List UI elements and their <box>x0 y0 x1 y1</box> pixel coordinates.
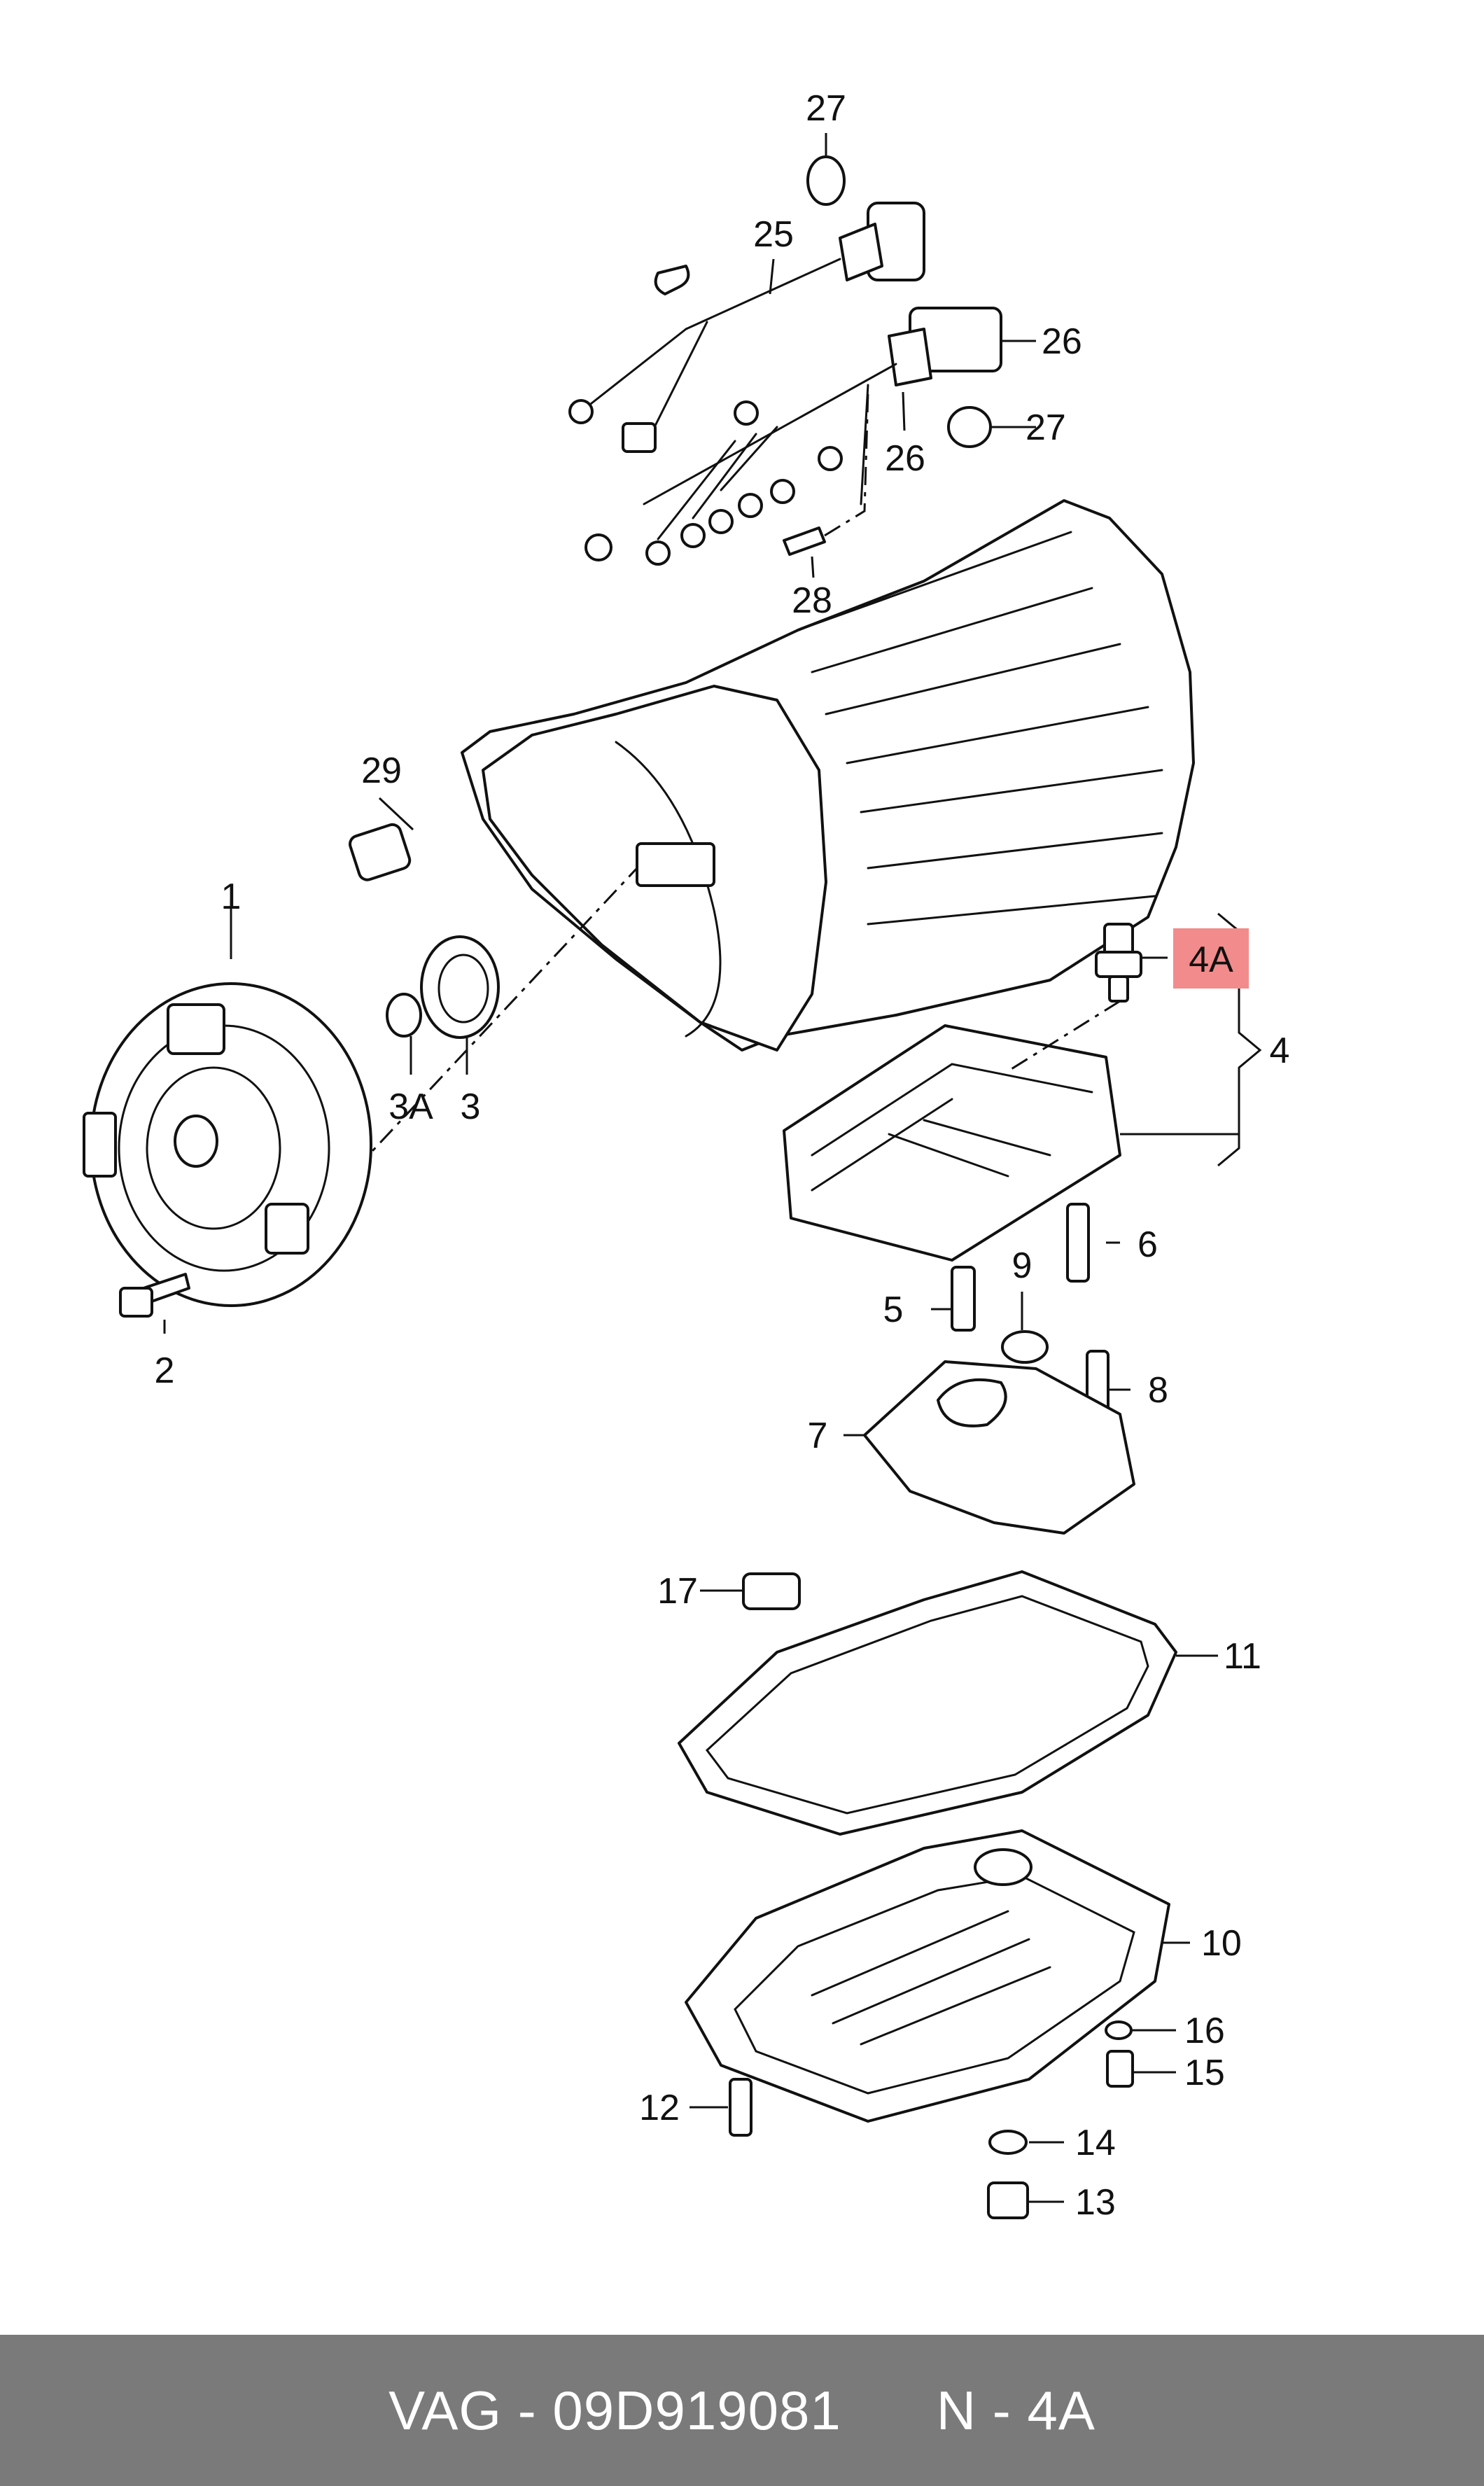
exploded-parts-diagram: 27 25 26 27 26 28 29 1 2 3A 3 4A 4 6 5 9… <box>83 88 1290 2223</box>
input-shaft <box>636 842 715 887</box>
torque-converter-1 <box>83 982 372 1307</box>
part-info-footer: VAG - 09D919081 N - 4A <box>0 2335 1484 2486</box>
drain-plug-13 <box>987 2181 1029 2219</box>
seal-9 <box>1001 1330 1049 1364</box>
harness-plug <box>770 479 795 504</box>
callout-8: 8 <box>1148 1370 1168 1411</box>
needle-bearing-29 <box>349 823 412 881</box>
callout-27-lower: 27 <box>1026 407 1066 448</box>
pressure-sensor-4a <box>1095 923 1142 1003</box>
bolt-12 <box>729 2078 752 2137</box>
harness-plug <box>584 533 612 561</box>
callout-10: 10 <box>1201 1923 1242 1964</box>
oil-filter-7 <box>863 1360 1135 1535</box>
brand-label: VAG <box>388 2379 503 2441</box>
harness-plug <box>734 400 759 426</box>
callout-7: 7 <box>808 1416 828 1456</box>
wiring-harness <box>568 155 1002 566</box>
callout-4: 4 <box>1270 1031 1290 1071</box>
highlight-box-4a <box>1173 928 1249 989</box>
leader-lines <box>163 133 1262 2203</box>
seal-16 <box>1105 2020 1133 2040</box>
callout-28: 28 <box>792 580 832 621</box>
o-ring-3a <box>386 993 422 1038</box>
callout-17: 17 <box>657 1571 698 1612</box>
callout-26-top: 26 <box>1042 321 1082 362</box>
bolt-6 <box>1066 1203 1090 1283</box>
callout-12: 12 <box>639 2088 680 2128</box>
callout-6: 6 <box>1138 1224 1158 1265</box>
seal-14 <box>988 2130 1028 2155</box>
callout-3a: 3A <box>388 1087 433 1127</box>
harness-plug <box>622 422 657 453</box>
valve-body-4 <box>783 1024 1121 1262</box>
callout-29: 29 <box>361 750 402 791</box>
callout-16: 16 <box>1184 2011 1225 2051</box>
bolt-28 <box>783 526 826 556</box>
harness-plug <box>680 523 706 548</box>
part-number: 09D919081 <box>552 2379 841 2441</box>
oil-pan-10 <box>685 1829 1170 2123</box>
harness-plug <box>818 446 843 471</box>
harness-plug <box>738 493 763 518</box>
callout-labels: 27 25 26 27 26 28 29 1 2 3A 3 4A 4 6 5 9… <box>155 88 1290 2223</box>
harness-clip <box>654 265 690 295</box>
sensor-body-25 <box>839 223 883 281</box>
callout-3: 3 <box>461 1087 481 1127</box>
o-ring-27-lower <box>947 406 992 448</box>
callout-26-lower: 26 <box>885 438 925 479</box>
harness-plug <box>708 509 734 534</box>
sensor-body-26 <box>888 328 932 386</box>
footer-text: VAG - 09D919081 N - 4A <box>388 2379 1096 2441</box>
bolt-2 <box>119 1273 190 1318</box>
callout-14: 14 <box>1075 2123 1116 2163</box>
callout-5: 5 <box>883 1290 904 1330</box>
part-17 <box>742 1572 801 1610</box>
callout-2: 2 <box>155 1350 175 1391</box>
pan-gasket-11 <box>678 1570 1177 1836</box>
transmission-housing <box>461 499 1195 1052</box>
callout-4a: 4A <box>1189 940 1233 980</box>
harness-plug <box>645 540 671 566</box>
diagram-position: N - 4A <box>936 2379 1096 2441</box>
o-ring-27-top <box>806 155 846 206</box>
callout-15: 15 <box>1184 2053 1225 2093</box>
callout-27-top: 27 <box>806 88 846 129</box>
callout-9: 9 <box>1012 1245 1032 1286</box>
callout-25: 25 <box>753 214 794 255</box>
bolt-5 <box>951 1266 976 1332</box>
callout-1: 1 <box>221 877 241 917</box>
harness-plug <box>568 399 594 424</box>
callout-13: 13 <box>1075 2182 1116 2223</box>
plug-15 <box>1106 2050 1134 2088</box>
callout-11: 11 <box>1224 1636 1261 1677</box>
